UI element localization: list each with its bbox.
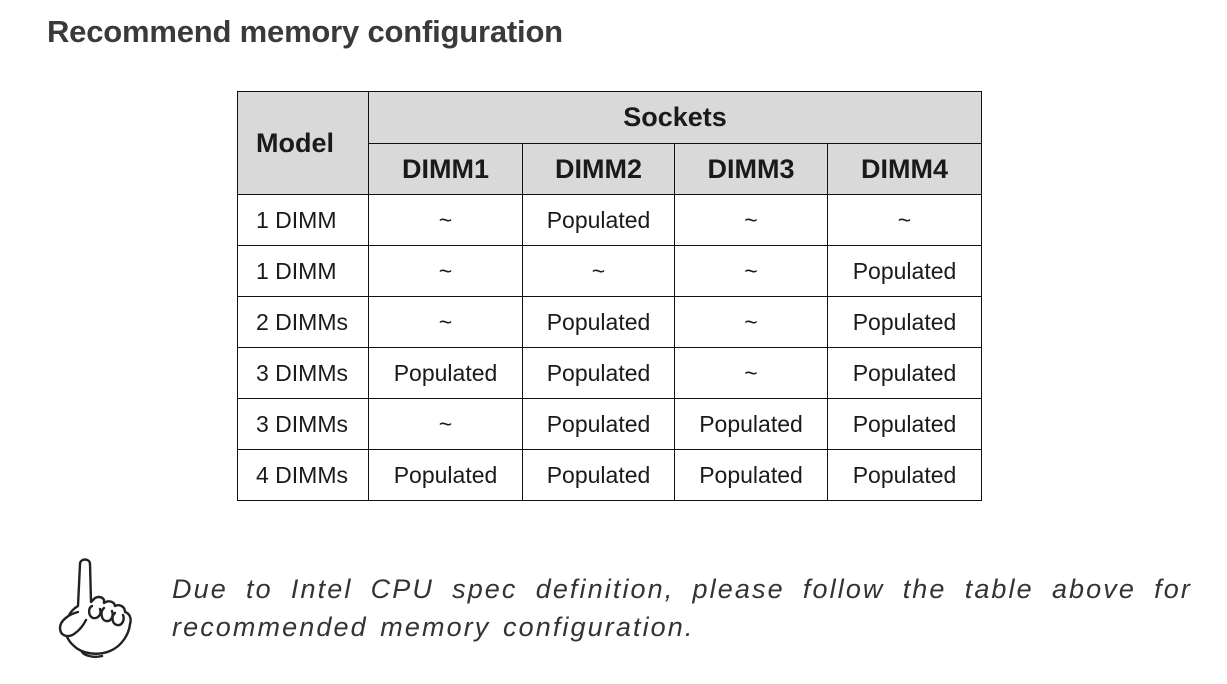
page-title: Recommend memory configuration <box>47 14 563 49</box>
pointing-hand-icon <box>58 558 132 658</box>
table-row: 1 DIMM ~ ~ ~ Populated <box>237 245 982 297</box>
note-text: Due to Intel CPU spec definition, please… <box>172 574 1192 642</box>
socket-cell: ~ <box>368 296 523 348</box>
dimm1-header: DIMM1 <box>368 143 523 195</box>
socket-cell: ~ <box>674 245 828 297</box>
socket-cell: Populated <box>674 449 828 501</box>
model-cell: 2 DIMMs <box>237 296 369 348</box>
socket-cell: ~ <box>522 245 675 297</box>
socket-cell: ~ <box>368 194 523 246</box>
model-cell: 3 DIMMs <box>237 347 369 399</box>
socket-cell: ~ <box>827 194 982 246</box>
model-cell: 3 DIMMs <box>237 398 369 450</box>
sockets-header: Sockets <box>368 91 982 144</box>
socket-cell: ~ <box>674 347 828 399</box>
socket-cell: ~ <box>368 398 523 450</box>
socket-cell: Populated <box>674 398 828 450</box>
table-row: 2 DIMMs ~ Populated ~ Populated <box>237 296 982 348</box>
socket-cell: Populated <box>522 449 675 501</box>
socket-cell: Populated <box>368 449 523 501</box>
socket-cell: Populated <box>827 398 982 450</box>
table-row: 1 DIMM ~ Populated ~ ~ <box>237 194 982 246</box>
model-header: Model <box>237 91 369 195</box>
table-row: 4 DIMMs Populated Populated Populated Po… <box>237 449 982 501</box>
socket-cell: Populated <box>522 398 675 450</box>
socket-cell: Populated <box>522 347 675 399</box>
socket-cell: Populated <box>827 347 982 399</box>
dimm3-header: DIMM3 <box>674 143 828 195</box>
memory-config-table: Model Sockets DIMM1 DIMM2 DIMM3 DIMM4 1 … <box>237 91 982 501</box>
dimm4-header: DIMM4 <box>827 143 982 195</box>
socket-cell: Populated <box>827 449 982 501</box>
model-cell: 1 DIMM <box>237 245 369 297</box>
model-cell: 4 DIMMs <box>237 449 369 501</box>
socket-cell: Populated <box>522 194 675 246</box>
socket-cell: ~ <box>674 296 828 348</box>
note: Due to Intel CPU spec definition, please… <box>52 556 1202 666</box>
socket-cell: Populated <box>827 296 982 348</box>
socket-cell: ~ <box>674 194 828 246</box>
table-row: 3 DIMMs Populated Populated ~ Populated <box>237 347 982 399</box>
socket-cell: Populated <box>368 347 523 399</box>
table-row: 3 DIMMs ~ Populated Populated Populated <box>237 398 982 450</box>
dimm2-header: DIMM2 <box>522 143 675 195</box>
socket-cell: ~ <box>368 245 523 297</box>
model-cell: 1 DIMM <box>237 194 369 246</box>
socket-cell: Populated <box>522 296 675 348</box>
socket-cell: Populated <box>827 245 982 297</box>
